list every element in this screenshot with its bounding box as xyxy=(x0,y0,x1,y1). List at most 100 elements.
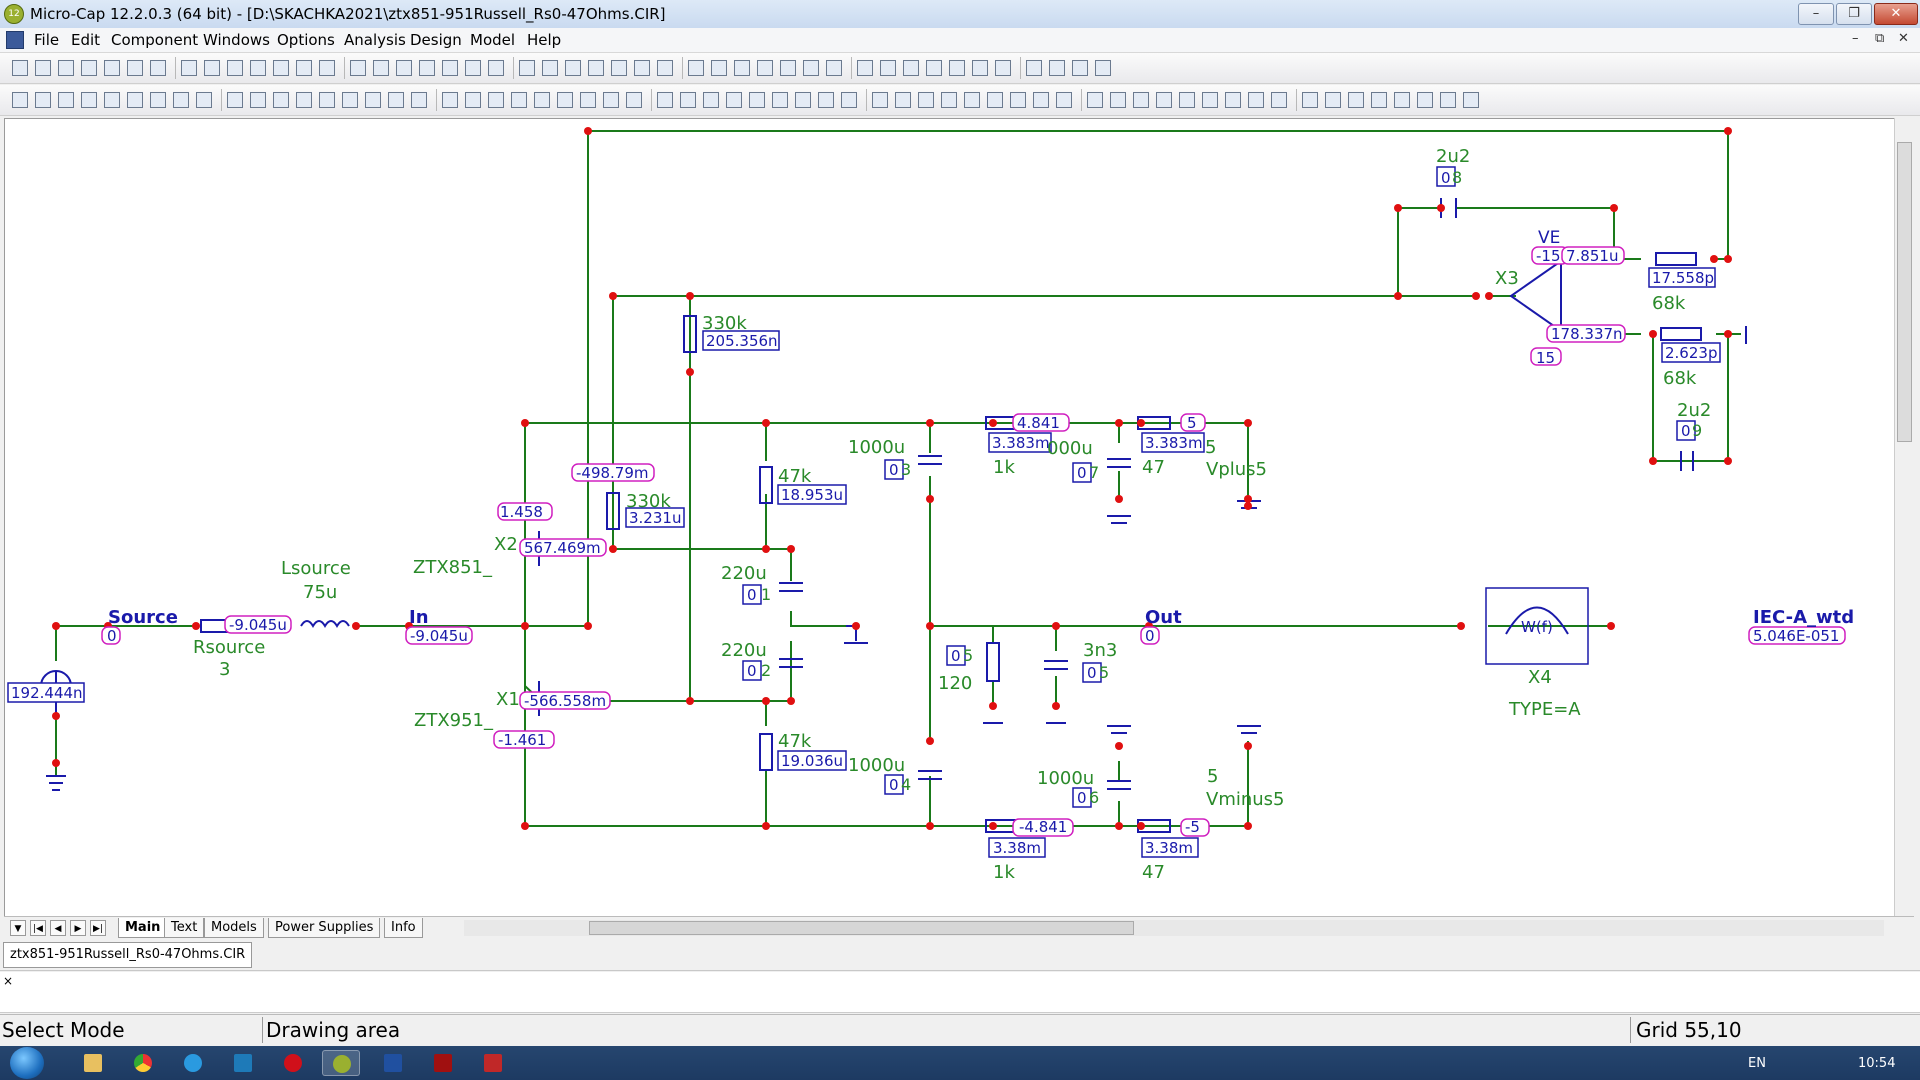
toolbar-tool-icon[interactable] xyxy=(611,60,627,76)
toolbar-tool-icon[interactable] xyxy=(411,92,427,108)
toolbar-tool-icon[interactable] xyxy=(1056,92,1072,108)
clock[interactable]: 10:54 xyxy=(1858,1056,1896,1071)
save-taskbar-icon[interactable] xyxy=(374,1050,412,1076)
toolbar-tool-icon[interactable] xyxy=(542,60,558,76)
toolbar-tool-icon[interactable] xyxy=(1271,92,1287,108)
close-button[interactable]: ✕ xyxy=(1874,3,1918,25)
toolbar-tool-icon[interactable] xyxy=(150,60,166,76)
toolbar-tool-icon[interactable] xyxy=(826,60,842,76)
first-tab-button[interactable]: |◀ xyxy=(30,920,46,936)
toolbar-tool-icon[interactable] xyxy=(803,60,819,76)
document-tab[interactable]: ztx851-951Russell_Rs0-47Ohms.CIR xyxy=(3,942,253,968)
toolbar-tool-icon[interactable] xyxy=(1440,92,1456,108)
toolbar-tool-icon[interactable] xyxy=(81,60,97,76)
toolbar-tool-icon[interactable] xyxy=(1072,60,1088,76)
vertical-scroll-thumb[interactable] xyxy=(1897,142,1912,442)
toolbar-tool-icon[interactable] xyxy=(711,60,727,76)
toolbar-tool-icon[interactable] xyxy=(772,92,788,108)
last-tab-button[interactable]: ▶| xyxy=(90,920,106,936)
title-bar[interactable]: 12 Micro-Cap 12.2.0.3 (64 bit) - [D:\SKA… xyxy=(0,0,1920,29)
toolbar-tool-icon[interactable] xyxy=(634,60,650,76)
toolbar-tool-icon[interactable] xyxy=(127,60,143,76)
mdi-restore-button[interactable]: ⧉ xyxy=(1875,31,1885,46)
toolbar-tool-icon[interactable] xyxy=(1133,92,1149,108)
minimize-button[interactable]: – xyxy=(1798,3,1834,25)
menu-file[interactable]: File xyxy=(34,31,60,49)
toolbar-tool-icon[interactable] xyxy=(35,92,51,108)
menu-model[interactable]: Model xyxy=(470,31,516,49)
toolbar-tool-icon[interactable] xyxy=(726,92,742,108)
toolbar-tool-icon[interactable] xyxy=(1325,92,1341,108)
menu-component[interactable]: Component xyxy=(111,31,199,49)
toolbar-tool-icon[interactable] xyxy=(926,60,942,76)
tab-info[interactable]: Info xyxy=(384,918,423,938)
tab-list-button[interactable]: ▼ xyxy=(10,920,26,936)
acrobat-taskbar-icon[interactable] xyxy=(424,1050,462,1076)
toolbar-tool-icon[interactable] xyxy=(1371,92,1387,108)
toolbar-tool-icon[interactable] xyxy=(127,92,143,108)
output-panel[interactable]: × xyxy=(0,972,1920,1013)
toolbar-tool-icon[interactable] xyxy=(734,60,750,76)
menu-analysis[interactable]: Analysis xyxy=(344,31,406,49)
toolbar-tool-icon[interactable] xyxy=(519,60,535,76)
toolbar-tool-icon[interactable] xyxy=(250,60,266,76)
start-button[interactable] xyxy=(10,1047,44,1079)
toolbar-tool-icon[interactable] xyxy=(12,92,28,108)
toolbar-tool-icon[interactable] xyxy=(1156,92,1172,108)
toolbar-tool-icon[interactable] xyxy=(1095,60,1111,76)
toolbar-tool-icon[interactable] xyxy=(58,60,74,76)
schematic-canvas[interactable]: Source 0 192.444n Rsource 3 -9.045u Lsou… xyxy=(4,118,1896,918)
menu-options[interactable]: Options xyxy=(277,31,335,49)
tab-models[interactable]: Models xyxy=(204,918,264,938)
toolbar-tool-icon[interactable] xyxy=(657,60,673,76)
toolbar-tool-icon[interactable] xyxy=(680,92,696,108)
toolbar-tool-icon[interactable] xyxy=(1225,92,1241,108)
toolbar-tool-icon[interactable] xyxy=(895,92,911,108)
schematic-drawing[interactable]: Source 0 192.444n Rsource 3 -9.045u Lsou… xyxy=(5,119,1895,917)
toolbar-tool-icon[interactable] xyxy=(588,60,604,76)
toolbar-tool-icon[interactable] xyxy=(1033,92,1049,108)
toolbar-tool-icon[interactable] xyxy=(250,92,266,108)
toolbar-tool-icon[interactable] xyxy=(1248,92,1264,108)
toolbar-tool-icon[interactable] xyxy=(841,92,857,108)
mdi-close-button[interactable]: ✕ xyxy=(1898,31,1909,46)
toolbar-tool-icon[interactable] xyxy=(964,92,980,108)
restore-button[interactable]: ❐ xyxy=(1836,3,1872,25)
mdi-minimize-button[interactable]: – xyxy=(1852,31,1859,46)
toolbar-tool-icon[interactable] xyxy=(1110,92,1126,108)
app-taskbar-icon[interactable] xyxy=(224,1050,262,1076)
next-tab-button[interactable]: ▶ xyxy=(70,920,86,936)
toolbar-tool-icon[interactable] xyxy=(442,60,458,76)
tab-power-supplies[interactable]: Power Supplies xyxy=(268,918,381,938)
toolbar-tool-icon[interactable] xyxy=(657,92,673,108)
toolbar-tool-icon[interactable] xyxy=(365,92,381,108)
toolbar-tool-icon[interactable] xyxy=(81,92,97,108)
toolbar-tool-icon[interactable] xyxy=(342,92,358,108)
toolbar-tool-icon[interactable] xyxy=(534,92,550,108)
toolbar-tool-icon[interactable] xyxy=(227,60,243,76)
language-indicator[interactable]: EN xyxy=(1748,1056,1766,1071)
horizontal-scroll-thumb[interactable] xyxy=(589,921,1134,935)
chrome-taskbar-icon[interactable] xyxy=(124,1050,162,1076)
toolbar-tool-icon[interactable] xyxy=(465,92,481,108)
toolbar-tool-icon[interactable] xyxy=(1010,92,1026,108)
toolbar-tool-icon[interactable] xyxy=(703,92,719,108)
toolbar-tool-icon[interactable] xyxy=(350,60,366,76)
toolbar-tool-icon[interactable] xyxy=(941,92,957,108)
toolbar-tool-icon[interactable] xyxy=(35,60,51,76)
toolbar-tool-icon[interactable] xyxy=(488,92,504,108)
toolbar-tool-icon[interactable] xyxy=(1348,92,1364,108)
tab-main[interactable]: Main xyxy=(118,918,168,938)
toolbar-tool-icon[interactable] xyxy=(442,92,458,108)
toolbar-tool-icon[interactable] xyxy=(857,60,873,76)
toolbar-tool-icon[interactable] xyxy=(12,60,28,76)
toolbar-tool-icon[interactable] xyxy=(1302,92,1318,108)
toolbar-tool-icon[interactable] xyxy=(196,92,212,108)
toolbar-tool-icon[interactable] xyxy=(749,92,765,108)
ie-taskbar-icon[interactable] xyxy=(174,1050,212,1076)
toolbar-tool-icon[interactable] xyxy=(688,60,704,76)
toolbar-tool-icon[interactable] xyxy=(1202,92,1218,108)
toolbar-tool-icon[interactable] xyxy=(972,60,988,76)
toolbar-tool-icon[interactable] xyxy=(1417,92,1433,108)
toolbar-tool-icon[interactable] xyxy=(465,60,481,76)
